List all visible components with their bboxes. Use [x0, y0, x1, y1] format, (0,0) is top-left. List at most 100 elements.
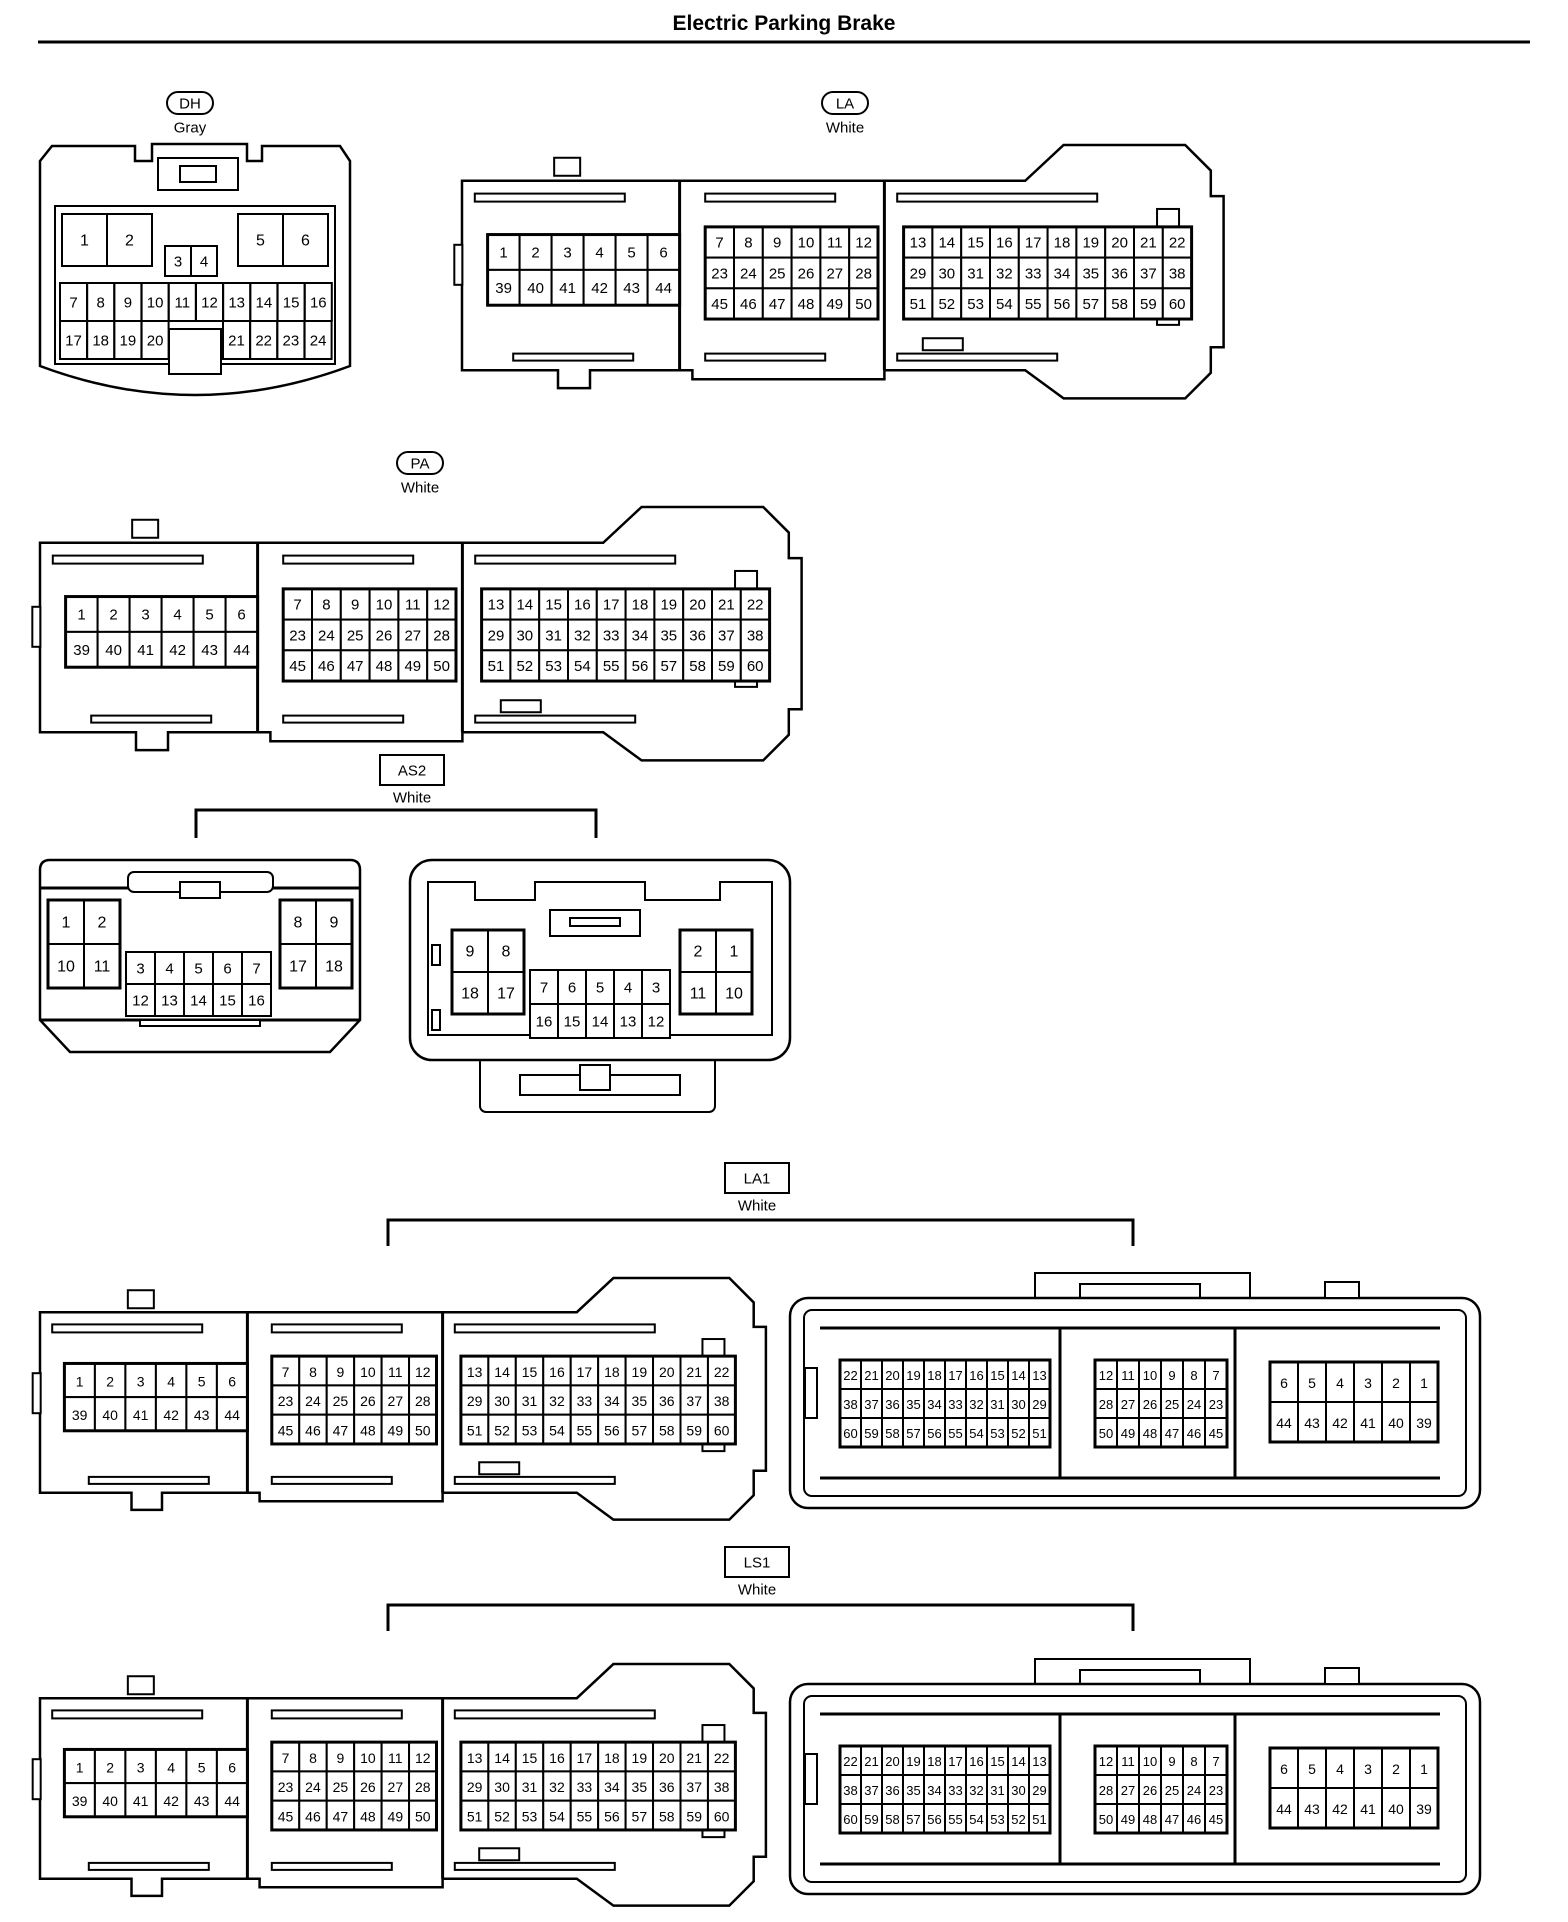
pin-number: 30: [494, 1393, 510, 1409]
pin-number: 28: [855, 265, 872, 282]
pin-cell: [1017, 256, 1049, 290]
pin: 11: [819, 225, 851, 259]
pin: 29: [459, 1384, 490, 1416]
pin: 30: [1007, 1388, 1030, 1419]
pin: 21: [679, 1355, 709, 1387]
pin: 23: [1204, 1388, 1228, 1419]
pin-number: 30: [494, 1779, 510, 1795]
pin: 16: [965, 1359, 988, 1390]
pin-cell: [613, 1003, 643, 1039]
pin-number: 36: [885, 1397, 899, 1412]
pin-cell: [529, 1003, 559, 1039]
pin-cell: [641, 969, 671, 1005]
pin-number: 10: [147, 295, 164, 312]
guide-slot: [282, 714, 405, 724]
side-key: [31, 605, 42, 648]
pin: 4: [190, 245, 218, 277]
pin: 16: [567, 587, 598, 621]
pin: 18: [1046, 225, 1078, 259]
pin: 10: [368, 587, 400, 621]
pin-number: 27: [1121, 1783, 1135, 1798]
pin-number: 20: [1111, 235, 1128, 252]
pin-cell: [106, 213, 153, 267]
pin-number: 28: [415, 1393, 431, 1409]
pin-number: 44: [224, 1793, 240, 1809]
pin-cell: [1046, 256, 1078, 290]
pin-number: 49: [1121, 1426, 1135, 1441]
connector-code: LS1: [744, 1555, 771, 1572]
pin: 22: [706, 1741, 737, 1773]
pin-number: 5: [256, 233, 265, 250]
pin: 32: [567, 618, 598, 652]
pin-number: 2: [98, 915, 107, 932]
pin: 24: [1182, 1774, 1206, 1805]
pin-number: 60: [1169, 296, 1186, 313]
pin: 43: [192, 630, 227, 669]
pin-number: 20: [147, 333, 164, 350]
pin-number: 30: [1011, 1397, 1025, 1412]
pin: 14: [1007, 1745, 1030, 1776]
pin: 48: [1138, 1417, 1162, 1448]
pin-block-c-frame: [459, 1354, 737, 1446]
pin-number: 1: [1420, 1375, 1428, 1391]
pin-number: 55: [577, 1808, 593, 1824]
pin-number: 5: [198, 1759, 206, 1775]
guide-slot: [51, 554, 204, 565]
pin-number: 12: [1099, 1754, 1113, 1769]
connector-color: White: [826, 120, 864, 137]
pin-number: 9: [1168, 1754, 1175, 1769]
pin: 38: [1161, 256, 1193, 290]
pin-number: 50: [1099, 1812, 1113, 1827]
pin-number: 46: [1187, 1812, 1201, 1827]
pin: 10: [353, 1741, 383, 1773]
pin: 16: [542, 1355, 572, 1387]
pin-number: 32: [996, 265, 1013, 282]
pin-number: 8: [1190, 1754, 1197, 1769]
pin-number: 37: [864, 1397, 878, 1412]
pin: 11: [380, 1741, 411, 1773]
pin: 38: [706, 1384, 737, 1416]
pin-number: 21: [686, 1364, 702, 1380]
pin: 24: [311, 618, 342, 652]
pin-number: 25: [333, 1779, 349, 1795]
pin: 52: [487, 1413, 517, 1445]
pin-cell: [124, 1782, 157, 1818]
pin: 58: [652, 1413, 682, 1445]
pin-cell: [93, 1396, 127, 1432]
pin-number: 2: [106, 1759, 114, 1775]
pin: 11: [397, 587, 429, 621]
pin-number: 23: [1209, 1783, 1223, 1798]
pin-number: 42: [163, 1407, 179, 1423]
pin-number: 16: [549, 1364, 565, 1380]
pin: 16: [989, 225, 1020, 259]
pin-number: 33: [603, 627, 620, 644]
pin-cell: [569, 1799, 600, 1831]
pin-number: 22: [1169, 235, 1186, 252]
key-block: [549, 909, 641, 937]
pin-number: 24: [318, 627, 335, 644]
pin: 7: [1204, 1745, 1228, 1776]
pin-number: 12: [1099, 1368, 1113, 1383]
guide-slot: [704, 192, 837, 203]
pin: 7: [1204, 1359, 1228, 1390]
pin: 37: [860, 1388, 883, 1419]
pin-number: 17: [497, 986, 515, 1003]
pin-block-c-frame: [902, 225, 1194, 321]
la1-bracket: [386, 1218, 1135, 1246]
connector-code: AS2: [398, 763, 426, 780]
guide-slot: [453, 1709, 656, 1720]
pin-cell: [408, 1799, 438, 1831]
guide-slot: [473, 192, 626, 203]
pin-number: 57: [632, 1422, 648, 1438]
pin: 56: [597, 1799, 627, 1831]
pin-number: 20: [659, 1750, 675, 1766]
pin-number: 26: [360, 1393, 376, 1409]
pin-number: 54: [969, 1426, 983, 1441]
side-key: [453, 243, 464, 286]
pin: 14: [931, 225, 963, 259]
pin-number: 10: [725, 986, 743, 1003]
pin: 30: [931, 256, 963, 290]
